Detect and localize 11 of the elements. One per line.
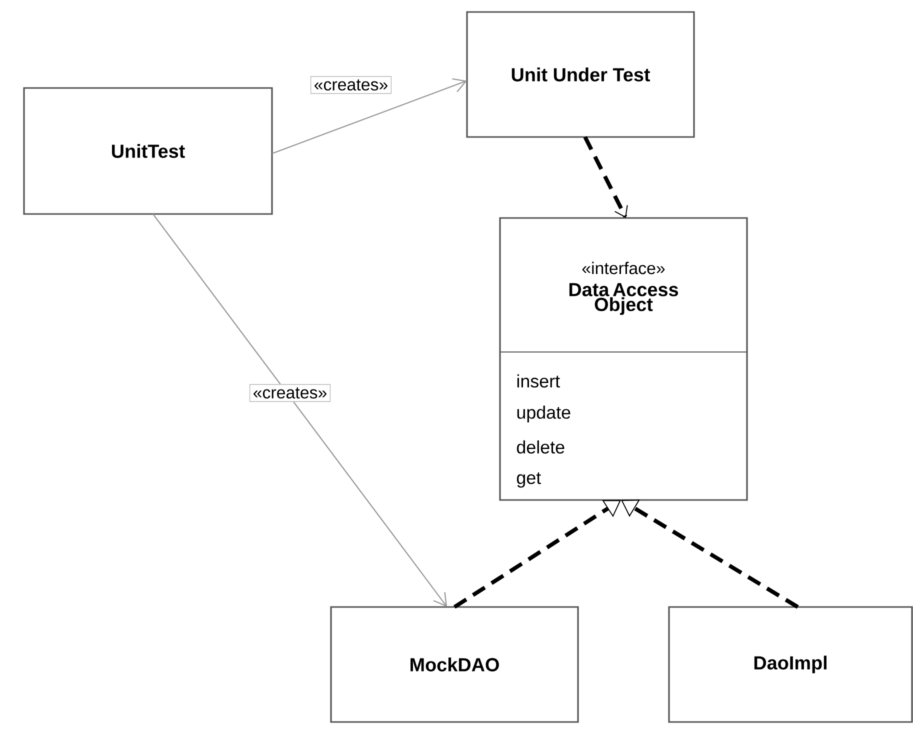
class-box: Unit Under Test bbox=[466, 11, 695, 138]
class-box: «interface» Data Access Object insert update delete get bbox=[499, 217, 748, 501]
edge-label: «creates» bbox=[310, 76, 392, 94]
arrow bbox=[583, 136, 628, 218]
arrow bbox=[152, 214, 448, 607]
class-box: UnitTest bbox=[23, 87, 273, 215]
class-box: DaoImpl bbox=[668, 606, 913, 723]
edge-label: «creates» bbox=[249, 384, 331, 402]
arrow bbox=[272, 78, 467, 154]
arrow bbox=[621, 500, 799, 609]
class-box: MockDAO bbox=[330, 606, 579, 723]
